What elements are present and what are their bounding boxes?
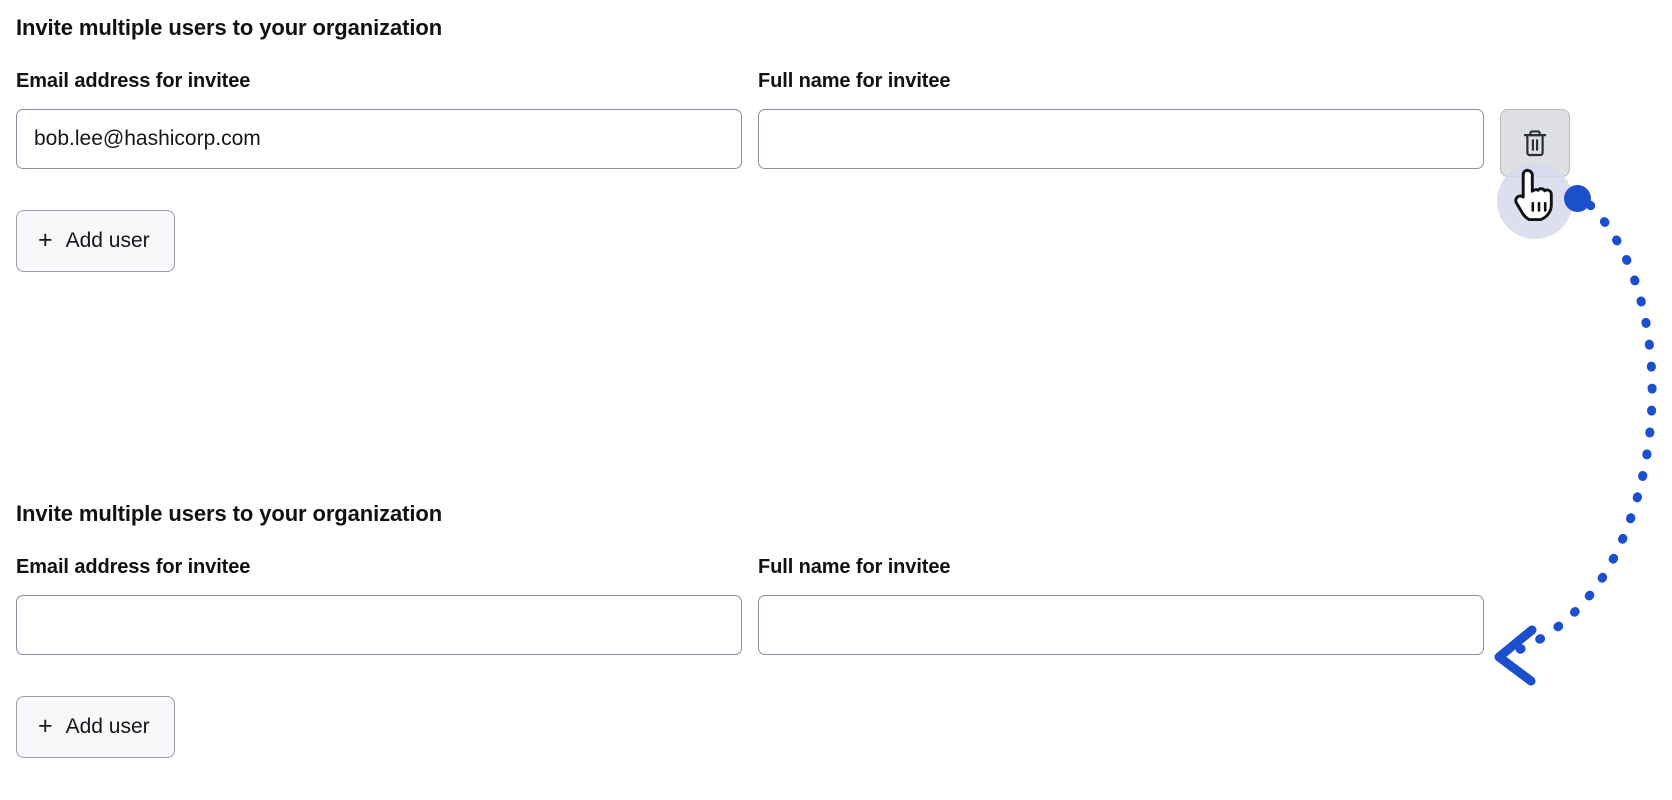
fields-row: Email address for invitee Full name for …: [16, 69, 1570, 191]
fullname-field-label-secondary: Full name for invitee: [758, 556, 951, 578]
fullname-field-group: Full name for invitee: [758, 69, 1484, 169]
fullname-input-secondary[interactable]: [758, 595, 1484, 655]
fields-row-secondary: Email address for invitee Full name for …: [16, 555, 1536, 677]
page-title: Invite multiple users to your organizati…: [16, 15, 443, 40]
remove-user-button[interactable]: [1500, 109, 1570, 177]
fullname-field-label: Full name for invitee: [758, 70, 951, 92]
fullname-input[interactable]: [758, 109, 1484, 169]
email-input-secondary[interactable]: [16, 595, 742, 655]
add-user-button-label: Add user: [65, 229, 150, 252]
add-user-button[interactable]: + Add user: [16, 210, 175, 272]
plus-icon: +: [38, 225, 53, 254]
email-field-label-secondary: Email address for invitee: [16, 556, 251, 578]
email-field-group-secondary: Email address for invitee: [16, 555, 742, 655]
fullname-field-group-secondary: Full name for invitee: [758, 555, 1484, 655]
add-user-button-label-secondary: Add user: [65, 715, 150, 738]
trash-icon: [1521, 128, 1549, 158]
invite-section-top: Invite multiple users to your organizati…: [16, 14, 1570, 272]
email-field-group: Email address for invitee: [16, 69, 742, 169]
invite-section-bottom: Invite multiple users to your organizati…: [16, 500, 1536, 758]
email-input[interactable]: [16, 109, 742, 169]
add-user-button-secondary[interactable]: + Add user: [16, 696, 175, 758]
plus-icon-secondary: +: [38, 711, 53, 740]
annotation-start-dot: [1564, 185, 1591, 212]
page-title-secondary: Invite multiple users to your organizati…: [16, 501, 443, 526]
email-field-label: Email address for invitee: [16, 70, 251, 92]
